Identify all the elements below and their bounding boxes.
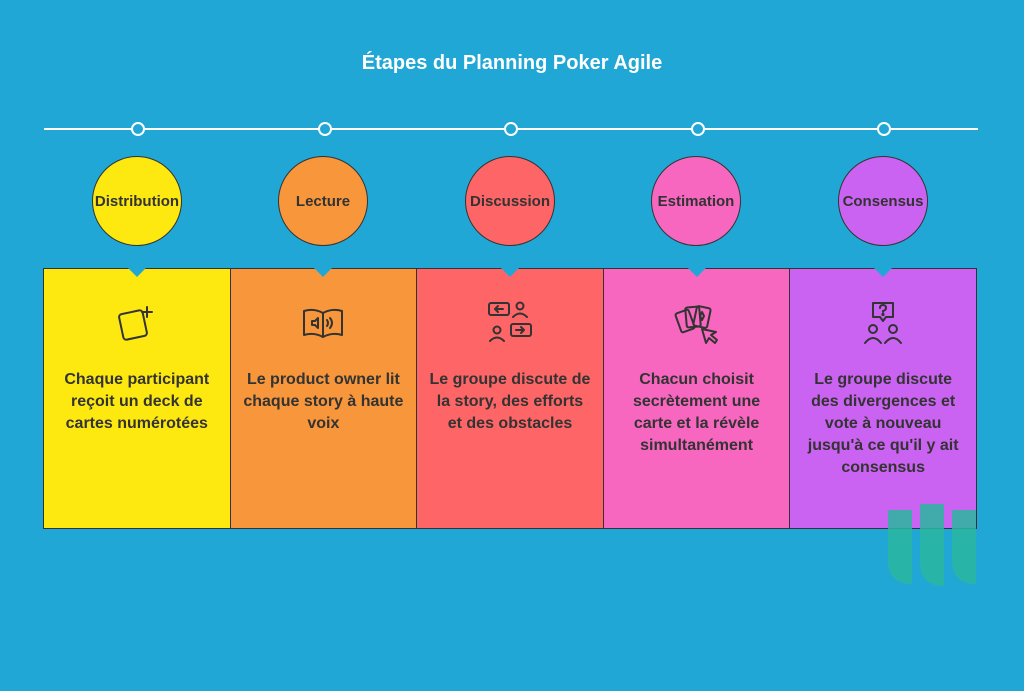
watermark-logo bbox=[888, 504, 976, 586]
step-card-consensus: Le groupe discute des divergences et vot… bbox=[790, 268, 976, 528]
step-description: Chaque participant reçoit un deck de car… bbox=[64, 371, 210, 432]
step-label: Lecture bbox=[295, 192, 351, 210]
steps-cards: Chaque participant reçoit un deck de car… bbox=[43, 268, 977, 529]
step-label: Discussion bbox=[469, 192, 551, 210]
step-card-discussion: Le groupe discute de la story, des effor… bbox=[417, 268, 604, 528]
step-circle-distribution: Distribution bbox=[92, 156, 182, 246]
step-label: Distribution bbox=[94, 192, 180, 210]
timeline-dot bbox=[877, 122, 891, 136]
step-description: Chacun choisit secrètement une carte et … bbox=[632, 371, 761, 454]
step-description: Le groupe discute des divergences et vot… bbox=[807, 371, 959, 476]
card-notch bbox=[687, 268, 706, 277]
timeline-dot bbox=[504, 122, 518, 136]
step-card-lecture: Le product owner lit chaque story à haut… bbox=[230, 268, 418, 528]
timeline-dot bbox=[318, 122, 332, 136]
card-notch bbox=[500, 268, 519, 277]
step-label: Estimation bbox=[657, 192, 735, 210]
step-circle-consensus: Consensus bbox=[838, 156, 928, 246]
timeline-dot bbox=[691, 122, 705, 136]
discussion-icon bbox=[487, 301, 532, 342]
step-card-distribution: Chaque participant reçoit un deck de car… bbox=[44, 268, 231, 528]
add-card-icon bbox=[117, 306, 153, 341]
step-circle-estimation: Estimation bbox=[651, 156, 741, 246]
step-circle-lecture: Lecture bbox=[278, 156, 368, 246]
cards-select-icon bbox=[674, 305, 718, 344]
card-notch bbox=[127, 268, 146, 277]
step-description: Le product owner lit chaque story à haut… bbox=[243, 371, 404, 432]
step-card-estimation: Chacun choisit secrètement une carte et … bbox=[603, 268, 791, 528]
timeline-dot bbox=[131, 122, 145, 136]
audio-book-icon bbox=[303, 308, 344, 338]
step-circle-discussion: Discussion bbox=[465, 156, 555, 246]
step-label: Consensus bbox=[842, 192, 924, 210]
card-notch bbox=[874, 268, 893, 277]
card-notch bbox=[314, 268, 333, 277]
step-description: Le groupe discute de la story, des effor… bbox=[429, 371, 591, 432]
diagram-title: Étapes du Planning Poker Agile bbox=[361, 52, 663, 74]
group-question-icon bbox=[864, 302, 903, 344]
